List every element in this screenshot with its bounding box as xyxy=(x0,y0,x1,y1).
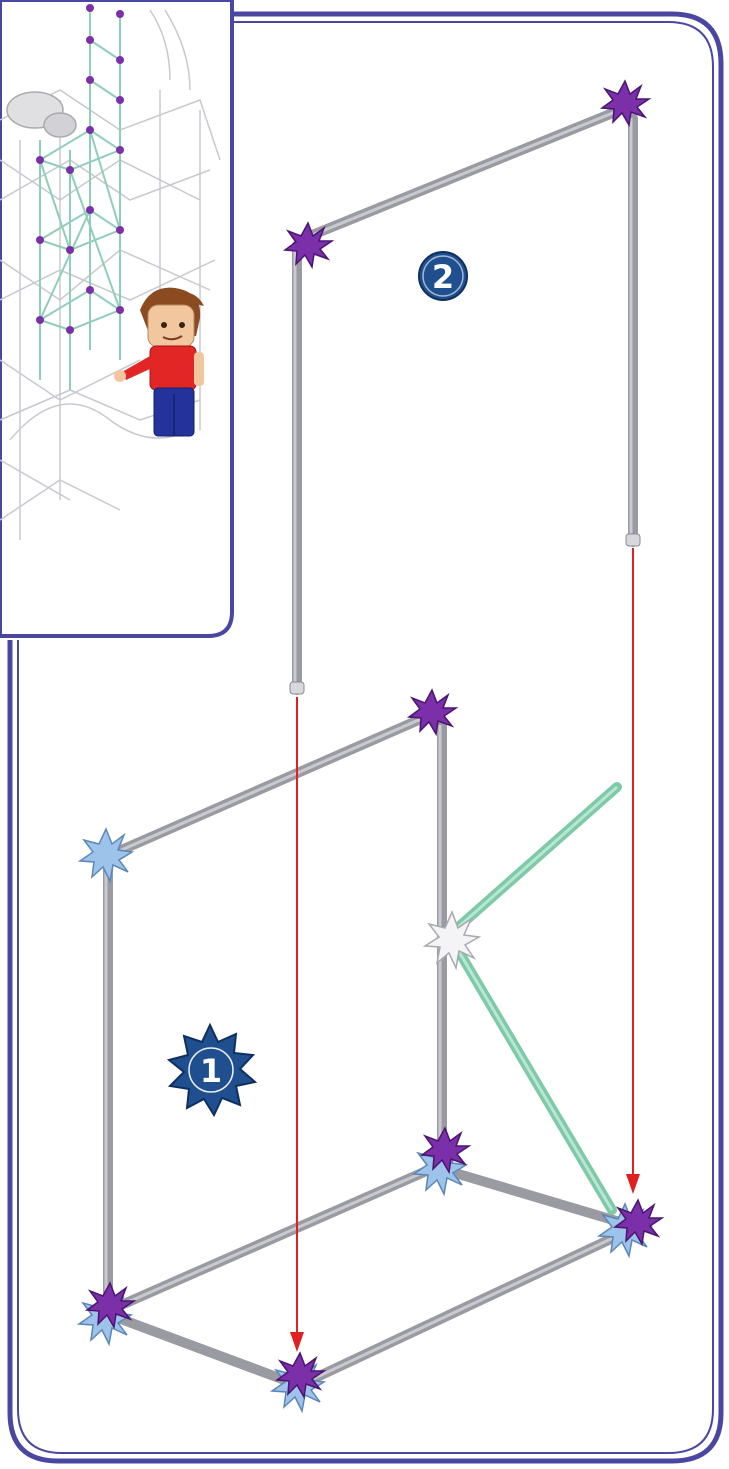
step-1-assembly xyxy=(78,689,663,1412)
inset-preview-panel xyxy=(0,0,234,638)
white-connector xyxy=(424,911,480,969)
step-2-number: 2 xyxy=(432,258,454,296)
gray-rod xyxy=(105,1310,303,1390)
gray-rod xyxy=(440,1165,635,1230)
step-2-badge: 2 xyxy=(418,251,468,301)
step-2-assembly xyxy=(284,80,650,695)
light-blue-connector xyxy=(79,828,133,882)
purple-connector xyxy=(408,689,457,735)
guide-arrows xyxy=(290,548,640,1352)
coaster-car-thumbnail xyxy=(6,91,77,138)
tower-connectors xyxy=(36,4,124,334)
step-1-badge: 1 xyxy=(166,1022,258,1118)
page-frame xyxy=(7,11,724,1464)
step-1-number: 1 xyxy=(200,1052,222,1090)
mascot-figure xyxy=(114,287,204,437)
